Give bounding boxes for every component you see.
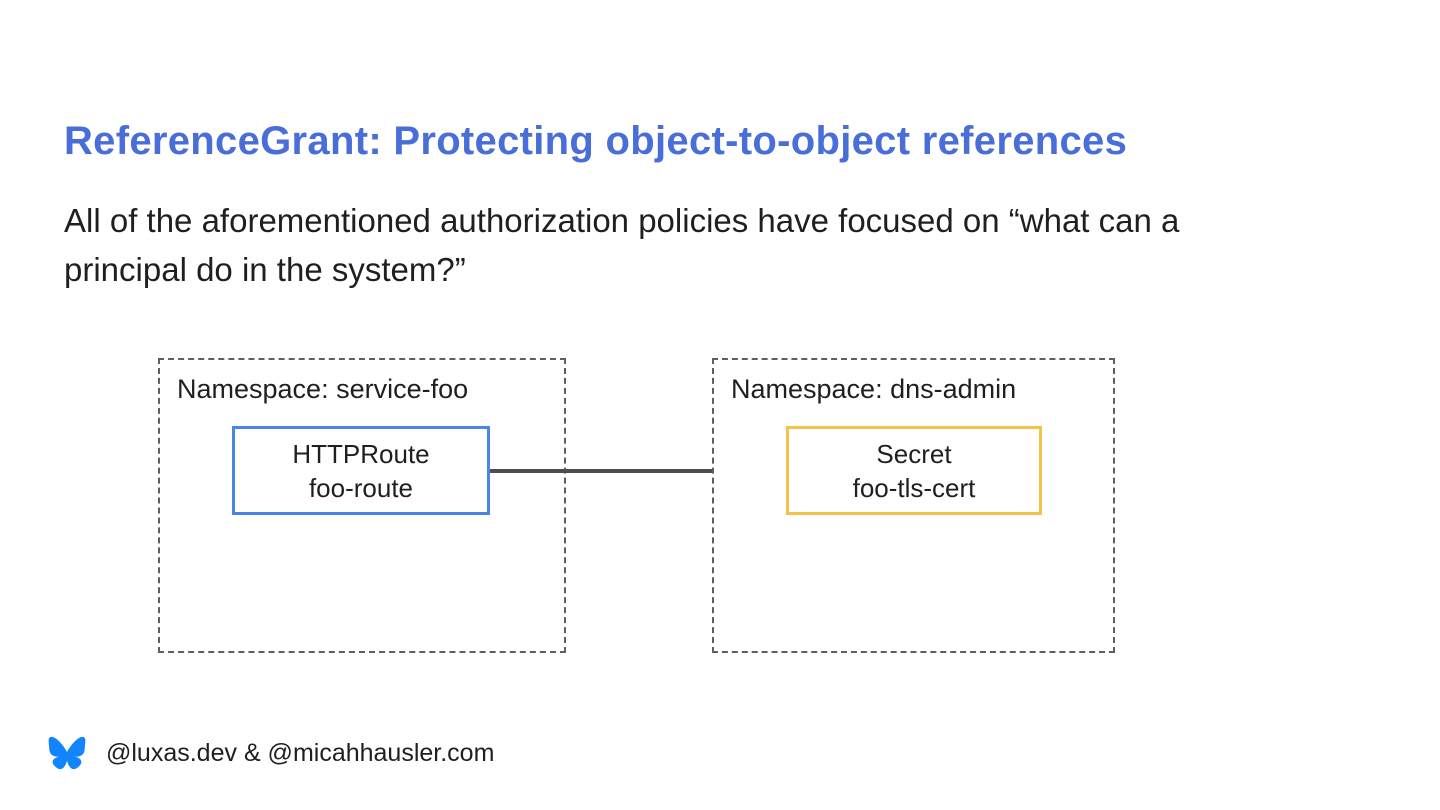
secret-node-name: foo-tls-cert [852,472,976,503]
footer-handles: @luxas.dev & @micahhausler.com [106,738,495,767]
namespace-box-dns-admin: Namespace: dns-admin Secret foo-tls-cert [712,358,1115,653]
slide-title: ReferenceGrant: Protecting object-to-obj… [64,118,1128,163]
slide-body: All of the aforementioned authorization … [64,196,1374,294]
namespace-label-dns-admin: Namespace: dns-admin [731,374,1017,404]
namespace-box-service-foo: Namespace: service-foo HTTPRoute foo-rou… [158,358,566,653]
namespace-label-service-foo: Namespace: service-foo [177,374,469,404]
secret-node-kind: Secret [876,438,952,469]
httproute-node-name: foo-route [308,472,414,503]
bluesky-logo-icon [48,736,86,770]
secret-node: Secret foo-tls-cert [786,426,1042,515]
httproute-node: HTTPRoute foo-route [232,426,490,515]
httproute-node-kind: HTTPRoute [292,438,430,469]
body-line-2: principal do in the system?” [64,251,466,288]
body-line-1: All of the aforementioned authorization … [64,202,1180,239]
footer: @luxas.dev & @micahhausler.com [48,736,494,770]
